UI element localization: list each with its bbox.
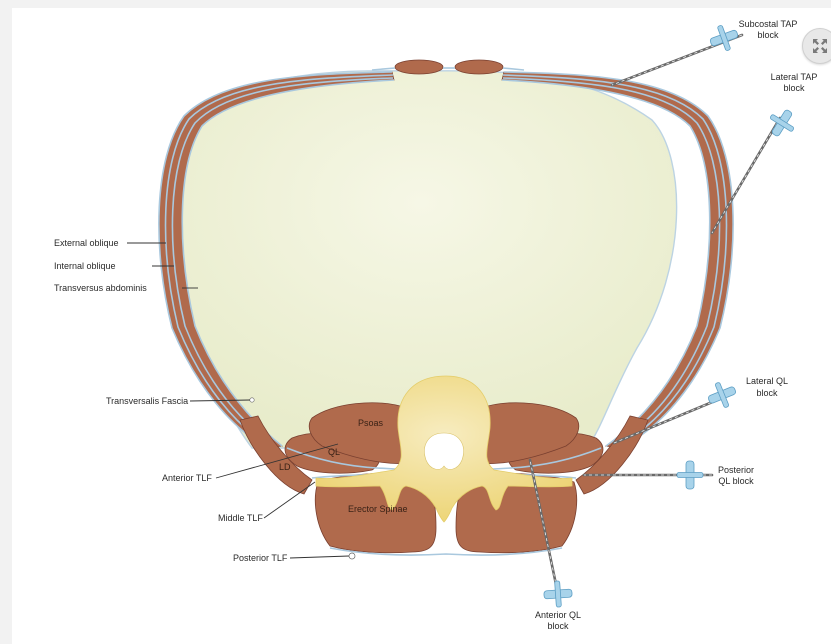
label-ld: LD: [279, 462, 291, 472]
subcostal-tap-needle: [612, 25, 742, 85]
rectus-left: [395, 60, 443, 74]
label-transversalis-fascia: Transversalis Fascia: [106, 396, 188, 406]
label-middle-tlf: Middle TLF: [218, 513, 263, 523]
label-internal-oblique: Internal oblique: [54, 261, 116, 271]
label-lateral-ql-line1: Lateral QL: [746, 376, 788, 386]
label-anterior-ql-line2: block: [547, 621, 569, 631]
label-posterior-ql-line2: QL block: [718, 476, 754, 486]
label-external-oblique: External oblique: [54, 238, 119, 248]
rectus-right: [455, 60, 503, 74]
label-subcostal-tap-line2: block: [757, 30, 779, 40]
expand-button[interactable]: [802, 28, 831, 64]
label-posterior-tlf: Posterior TLF: [233, 553, 288, 563]
label-erector-spinae: Erector Spinae: [348, 504, 408, 514]
spinal-canal: [424, 433, 463, 469]
expand-arrows-icon: [811, 37, 829, 55]
label-lateral-tap-line2: block: [783, 83, 805, 93]
label-lateral-tap-line1: Lateral TAP: [771, 72, 818, 82]
abdominal-wall-block-diagram: External oblique Internal oblique Transv…: [12, 8, 831, 644]
label-transversus-abdominis: Transversus abdominis: [54, 283, 147, 293]
diagram-viewer: External oblique Internal oblique Transv…: [12, 8, 831, 644]
label-psoas: Psoas: [358, 418, 384, 428]
label-lateral-ql-line2: block: [756, 388, 778, 398]
label-posterior-ql-line1: Posterior: [718, 465, 754, 475]
label-subcostal-tap-line1: Subcostal TAP: [739, 19, 798, 29]
label-anterior-ql-line1: Anterior QL: [535, 610, 581, 620]
label-ql: QL: [328, 447, 340, 457]
label-anterior-tlf: Anterior TLF: [162, 473, 212, 483]
